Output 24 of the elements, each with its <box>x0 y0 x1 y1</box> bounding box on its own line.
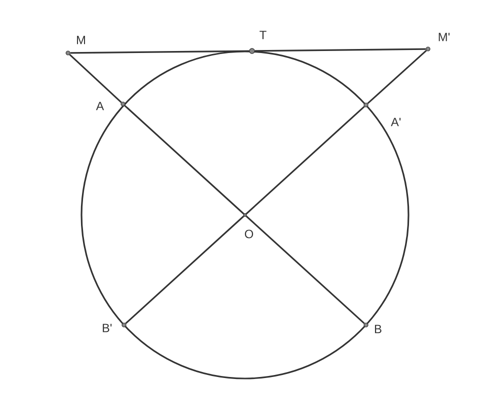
labelled-point: O <box>243 213 254 238</box>
node-label: M <box>76 36 86 44</box>
labelled-point: M <box>66 36 85 56</box>
labelled-point: M' <box>426 32 450 52</box>
line-segment <box>246 216 365 324</box>
line-segment <box>125 216 244 324</box>
node-label: A <box>96 102 104 110</box>
node-label: B' <box>102 324 112 332</box>
node-label: B <box>374 324 382 334</box>
labelled-point: A <box>96 102 126 110</box>
node-label: O <box>244 230 254 238</box>
line-segment <box>124 104 244 214</box>
node-label: T <box>260 30 266 40</box>
line-segment <box>254 48 426 52</box>
labelled-point: B' <box>102 322 126 332</box>
node-label: M' <box>438 32 450 42</box>
labelled-point: T <box>249 30 266 54</box>
line-segment <box>69 54 122 104</box>
labelled-point: B <box>364 322 382 334</box>
node-label: A' <box>390 118 401 126</box>
labelled-point: A' <box>364 102 401 126</box>
line-segment <box>70 50 250 54</box>
line-segment <box>246 106 365 214</box>
line-segment <box>367 50 427 104</box>
